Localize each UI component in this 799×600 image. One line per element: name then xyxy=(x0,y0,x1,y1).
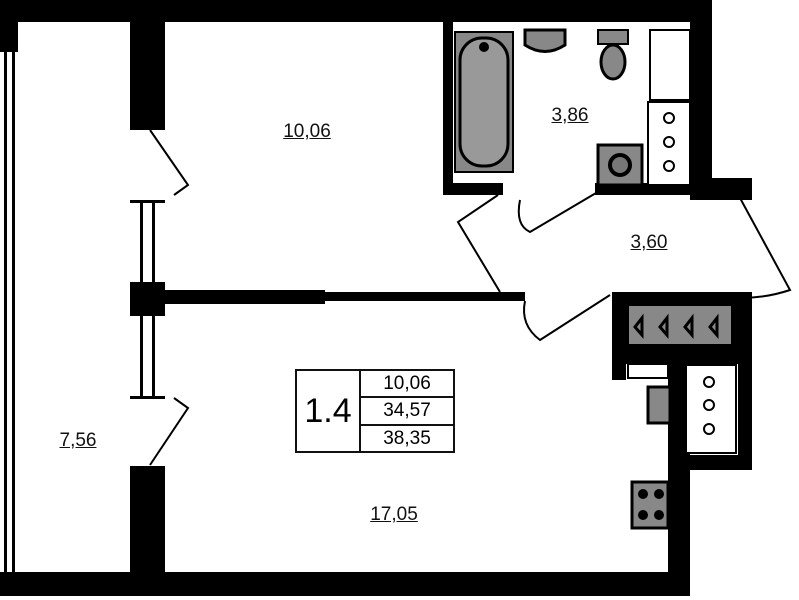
total-area-with-balcony: 38,35 xyxy=(383,427,431,449)
stove xyxy=(630,480,670,530)
kitchen-unit xyxy=(627,363,737,454)
apartment-area-total: 34,57 xyxy=(361,398,453,426)
room-area-bathroom: 3,86 xyxy=(551,105,589,126)
living-area-total: 10,06 xyxy=(361,371,453,399)
radiator xyxy=(627,304,733,346)
washing-machine xyxy=(596,143,644,187)
bath-cabinet xyxy=(647,29,691,186)
sink xyxy=(523,28,567,53)
room-area-balcony: 7,56 xyxy=(59,430,97,451)
apartment-summary: 1.4 10,06 34,57 38,35 xyxy=(295,369,455,453)
room-area-living-kitchen: 17,05 xyxy=(370,504,418,525)
room-area-bedroom: 10,06 xyxy=(283,121,331,142)
toilet xyxy=(597,29,629,81)
room-area-hallway: 3,60 xyxy=(630,232,668,253)
bathtub xyxy=(454,31,514,173)
apartment-code: 1.4 xyxy=(297,371,361,451)
doors xyxy=(149,129,792,466)
